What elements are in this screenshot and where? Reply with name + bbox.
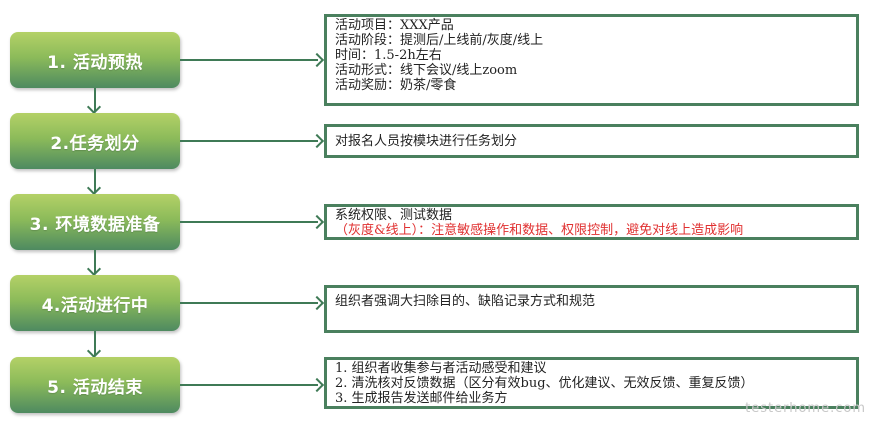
connector-step1-note bbox=[180, 59, 318, 61]
arrow-down-icon bbox=[86, 343, 102, 359]
note-line: 2. 清洗核对反馈数据（区分有效bug、优化建议、无效反馈、重复反馈） bbox=[335, 376, 754, 391]
note-line: 活动项目：XXX产品 bbox=[335, 18, 454, 33]
arrow-down-icon bbox=[86, 99, 102, 115]
connector-step4-step5 bbox=[94, 331, 96, 356]
note-step-1: 活动项目：XXX产品 活动阶段：提测后/上线前/灰度/线上 时间：1.5-2h左… bbox=[324, 14, 859, 106]
note-step-3: 系统权限、测试数据 （灰度&线上）：注意敏感操作和数据、权限控制，避免对线上造成… bbox=[324, 204, 859, 240]
note-step-5: 1. 组织者收集参与者活动感受和建议 2. 清洗核对反馈数据（区分有效bug、优… bbox=[324, 357, 859, 409]
step-4-activity-in-progress: 4.活动进行中 bbox=[10, 275, 180, 331]
arrow-right-icon bbox=[309, 133, 325, 149]
note-warning-line: （灰度&线上）：注意敏感操作和数据、权限控制，避免对线上造成影响 bbox=[335, 223, 744, 238]
connector-step1-step2 bbox=[94, 88, 96, 112]
arrow-down-icon bbox=[86, 261, 102, 277]
arrow-right-icon bbox=[309, 214, 325, 230]
step-3-environment-data-prep: 3. 环境数据准备 bbox=[10, 194, 180, 250]
note-step-4: 组织者强调大扫除目的、缺陷记录方式和规范 bbox=[324, 285, 859, 333]
note-line: 系统权限、测试数据 bbox=[335, 208, 453, 223]
note-line: 活动形式：线下会议/线上zoom bbox=[335, 63, 518, 78]
note-step-2: 对报名人员按模块进行任务划分 bbox=[324, 124, 859, 158]
step-5-activity-end: 5. 活动结束 bbox=[10, 357, 180, 413]
connector-step2-note bbox=[180, 140, 318, 142]
step-1-activity-warmup: 1. 活动预热 bbox=[10, 32, 180, 88]
note-line: 时间：1.5-2h左右 bbox=[335, 48, 442, 63]
step-2-task-division: 2.任务划分 bbox=[10, 113, 180, 169]
connector-step3-note bbox=[180, 221, 318, 223]
connector-step5-note bbox=[180, 384, 318, 386]
note-line: 活动阶段：提测后/上线前/灰度/线上 bbox=[335, 33, 544, 48]
arrow-down-icon bbox=[86, 180, 102, 196]
note-line: 对报名人员按模块进行任务划分 bbox=[335, 134, 518, 149]
note-line: 1. 组织者收集参与者活动感受和建议 bbox=[335, 361, 547, 376]
connector-step2-step3 bbox=[94, 169, 96, 193]
watermark: testerhome.com bbox=[745, 401, 866, 416]
note-line: 3. 生成报告发送邮件给业务方 bbox=[335, 391, 508, 406]
arrow-right-icon bbox=[309, 377, 325, 393]
note-line: 组织者强调大扫除目的、缺陷记录方式和规范 bbox=[335, 294, 596, 309]
arrow-right-icon bbox=[309, 52, 325, 68]
arrow-right-icon bbox=[309, 295, 325, 311]
connector-step4-note bbox=[180, 302, 318, 304]
connector-step3-step4 bbox=[94, 250, 96, 274]
note-line: 活动奖励：奶茶/零食 bbox=[335, 78, 457, 93]
